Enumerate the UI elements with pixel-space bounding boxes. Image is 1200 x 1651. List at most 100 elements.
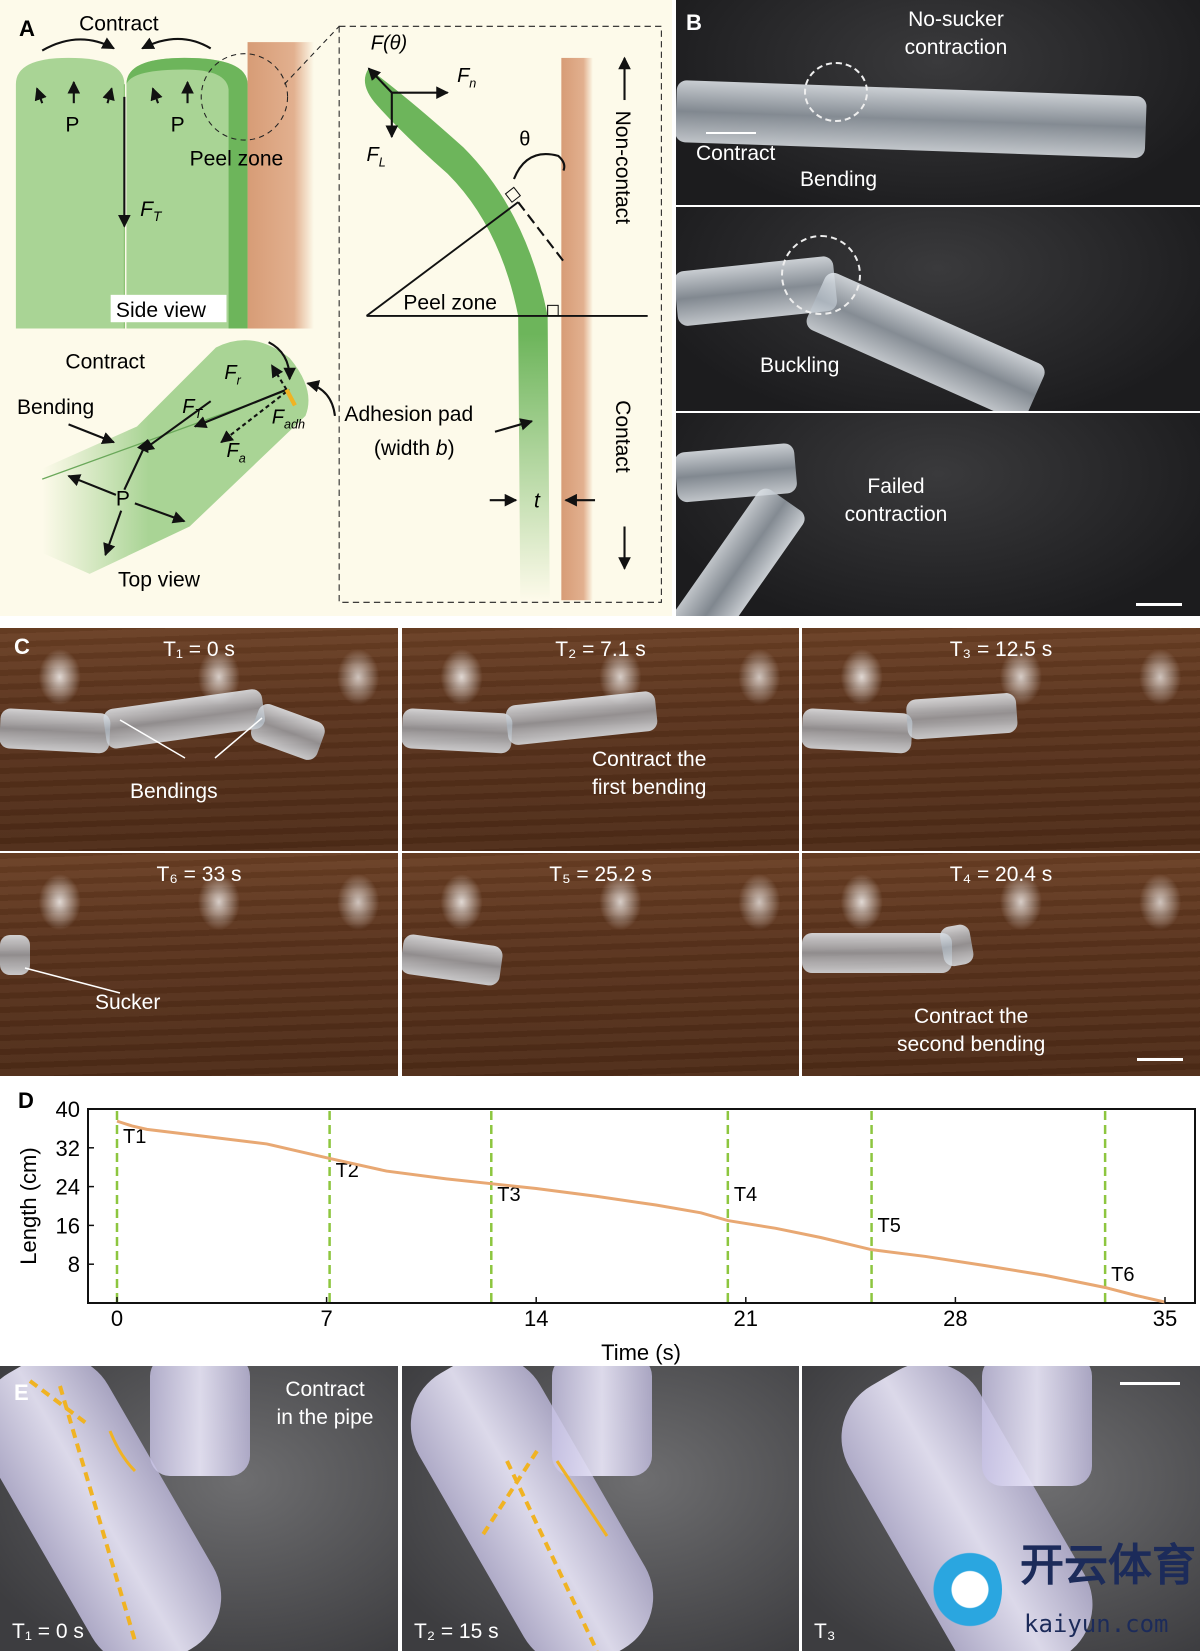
time-label: T₃	[814, 1620, 836, 1643]
side-view-label-box	[110, 294, 227, 323]
wall-side	[247, 42, 314, 329]
x-tick-label: 28	[943, 1306, 967, 1331]
frame-photo: T₂ = 7.1 s Contract the first bending	[402, 628, 799, 851]
marker-label: T2	[336, 1160, 359, 1182]
path-annotation	[28, 1379, 137, 1642]
watermark-logo: 开云体育 kaiyun.com	[922, 1538, 1196, 1648]
thickness-label: t	[534, 490, 541, 513]
y-tick-label: 40	[56, 1097, 80, 1122]
y-axis-label: Length (cm)	[16, 1147, 41, 1264]
adhesion-pad	[364, 68, 550, 601]
frame-time-label: T₅ = 25.2 s	[549, 863, 652, 886]
peel-zone-label: Peel zone	[190, 147, 284, 170]
x-tick-label: 14	[524, 1306, 548, 1331]
bending-label: Bending	[800, 168, 878, 191]
frame-time-label: T₁ = 0 s	[163, 638, 235, 661]
non-contact-label: Non-contact	[611, 111, 634, 225]
fa-label: Fa	[226, 440, 245, 465]
scale-bar	[1136, 603, 1182, 606]
top-view-label: Top view	[118, 569, 201, 592]
right-lobe	[126, 57, 248, 329]
marker-label: T6	[1111, 1264, 1134, 1286]
adhesion-pad-label: Adhesion pad	[344, 403, 473, 426]
contract-arrow-left	[41, 37, 115, 52]
photo-pipe-t3: T₃ 开云体育 kaiyun.com	[802, 1366, 1200, 1651]
pressure-arrows	[34, 80, 194, 104]
fl-label: FL	[367, 144, 386, 169]
marker-label: T3	[497, 1184, 520, 1206]
panel-a-diagram: A Contract P P Peel zone FT Side view Co…	[15, 13, 662, 603]
marker-label: T4	[734, 1184, 757, 1206]
x-tick-label: 35	[1153, 1306, 1177, 1331]
left-lobe	[15, 57, 125, 329]
panel-a: A Contract P P Peel zone FT Side view Co…	[0, 0, 672, 616]
photo-buckling: Buckling	[676, 207, 1200, 411]
marker-label: T1	[123, 1126, 146, 1148]
x-axis-label: Time (s)	[601, 1340, 681, 1365]
path-annotation	[480, 1449, 609, 1651]
panel-label-d: D	[18, 1088, 34, 1113]
frame-note: Bendings	[130, 780, 218, 803]
side-contract-label: Contract	[79, 13, 159, 36]
peel-zone-circle	[200, 53, 289, 141]
frame-time-label: T₃ = 12.5 s	[949, 638, 1053, 661]
marker-label: T5	[878, 1215, 901, 1237]
fr-label: Fr	[224, 362, 241, 387]
peel-zone-detail-label: Peel zone	[403, 292, 497, 315]
time-label: T₁ = 0 s	[12, 1620, 84, 1643]
scale-bar	[1137, 1058, 1183, 1061]
frame-note: Sucker	[95, 991, 161, 1014]
ft-top-label: FT	[182, 396, 203, 421]
pressure-label: P	[171, 114, 185, 137]
tension-label: FT	[140, 198, 163, 224]
wall-detail	[561, 57, 593, 601]
width-b-label: (width b)	[374, 437, 455, 460]
contact-label: Contact	[611, 400, 634, 473]
frame-photo: T₆ = 33 s Sucker	[0, 853, 398, 1076]
fadh-label: Fadh	[272, 406, 305, 431]
x-tick-label: 7	[320, 1306, 332, 1331]
frame-time-label: T₂ = 7.1 s	[555, 638, 646, 661]
frame-photo: T₄ = 20.4 s Contract the second bending	[802, 853, 1200, 1076]
y-tick-label: 32	[56, 1136, 80, 1161]
panel-label-a: A	[19, 16, 35, 41]
y-tick-label: 16	[56, 1213, 80, 1238]
f-theta-label: F(θ)	[371, 32, 407, 54]
frame-note: Contract the second bending	[897, 1005, 1046, 1057]
top-contract-label: Contract	[65, 351, 145, 374]
pressure-label: P	[65, 114, 79, 137]
detail-box	[338, 25, 662, 603]
y-tick-label: 8	[68, 1252, 80, 1277]
fn-label: Fn	[457, 65, 476, 90]
buckling-label: Buckling	[760, 354, 840, 377]
panel-label-b: B	[686, 10, 702, 35]
top-pressure-arrows	[67, 439, 186, 557]
scale-bar	[1120, 1382, 1180, 1385]
theta-label: θ	[519, 128, 530, 150]
plot-frame	[87, 1108, 1196, 1304]
x-tick-label: 0	[111, 1306, 123, 1331]
x-tick-label: 21	[734, 1306, 758, 1331]
frame-photo: T₃ = 12.5 s	[802, 628, 1200, 851]
side-view-label: Side view	[116, 299, 207, 322]
frame-photo: T₅ = 25.2 s	[402, 853, 799, 1076]
time-label: T₂ = 15 s	[414, 1620, 499, 1643]
frame-time-label: T₆ = 33 s	[156, 863, 242, 886]
length-curve	[116, 1119, 1166, 1304]
top-pressure-label: P	[116, 487, 130, 510]
top-view-tube	[42, 340, 309, 574]
photo-pipe-t2: T₂ = 15 s	[402, 1366, 799, 1651]
frame-note: Contract the first bending	[592, 748, 707, 800]
y-tick-label: 24	[56, 1175, 80, 1200]
contract-arrow-right	[141, 37, 212, 50]
bending-label: Bending	[17, 396, 94, 419]
peel-layer	[126, 57, 248, 329]
frame-time-label: T₄ = 20.4 s	[949, 863, 1053, 886]
